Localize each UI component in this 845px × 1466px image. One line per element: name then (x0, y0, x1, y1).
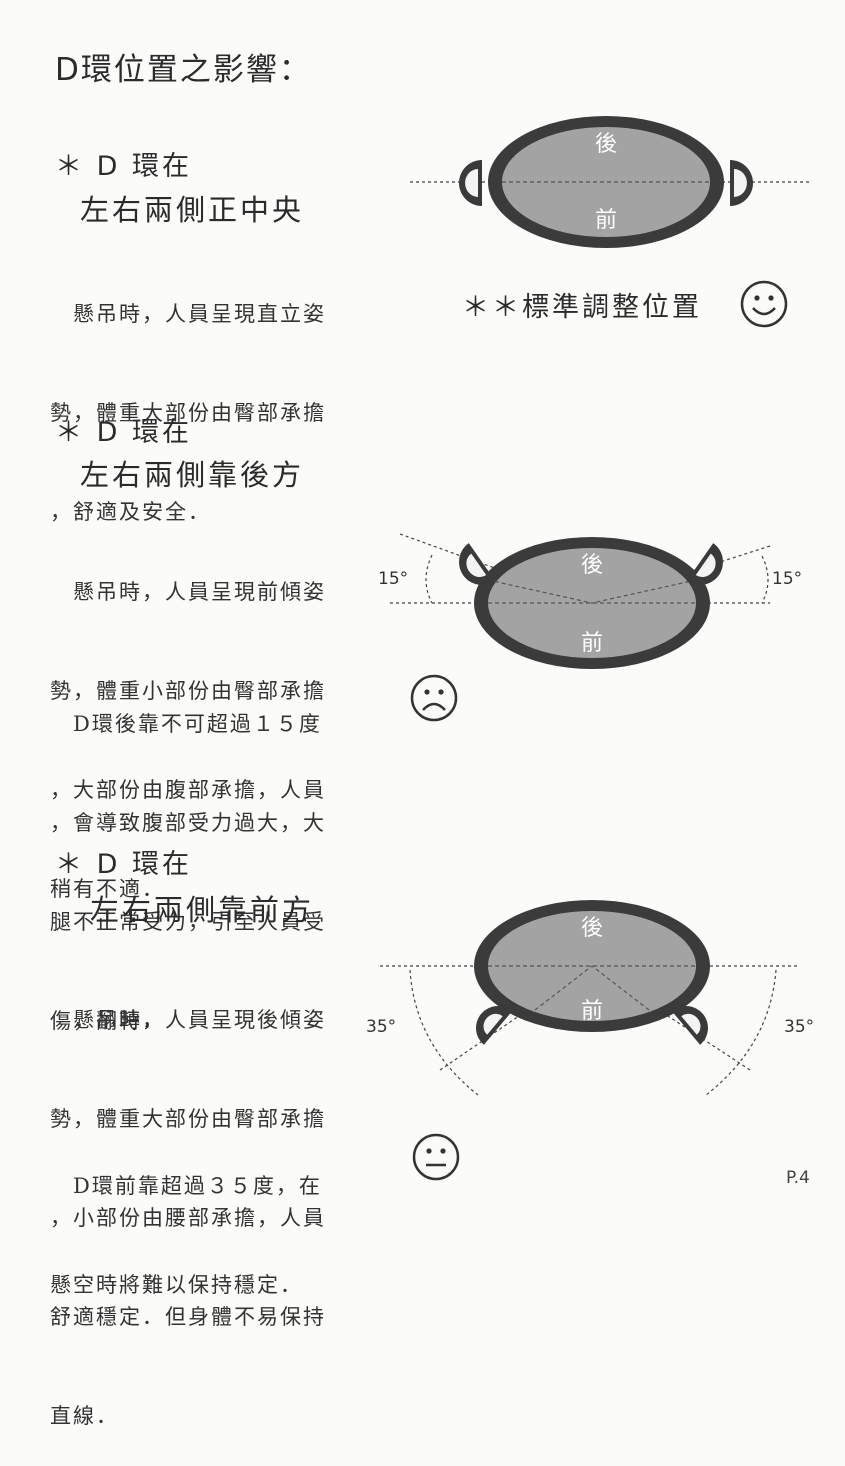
front-label: 前 (595, 208, 617, 233)
section-2-heading: ＊ D 環在 (55, 417, 192, 448)
text-line: 直線． (50, 1404, 119, 1428)
section-1-body: 懸吊時，人員呈現直立姿 勢，體重大部份由臀部承擔 ，舒適及安全． (50, 232, 355, 562)
front-label: 前 (581, 999, 603, 1024)
section-1-heading: ＊ D 環在 (55, 151, 192, 182)
back-label: 後 (581, 553, 603, 578)
neutral-face-icon (412, 1133, 460, 1181)
text-line: 腿不正常受力，引至人員受 (50, 910, 326, 934)
page-number: P.4 (786, 1168, 810, 1188)
section-2-note: D環後靠不可超過１５度 ，會導致腹部受力過大，大 腿不正常受力，引至人員受 傷，… (50, 642, 355, 1071)
text-line: 懸吊時，人員呈現直立姿 (50, 302, 326, 326)
section-3-subheading: 左右兩側靠前方 (90, 893, 315, 927)
text-line: 勢，體重大部份由臀部承擔 (50, 1107, 326, 1131)
text-line: 稍有不適． (50, 877, 165, 901)
diagram-back: 15° 15° 後 前 (378, 533, 802, 669)
d-ring-icon (476, 1006, 513, 1045)
text-line: 懸吊時，人員呈現後傾姿 (50, 1008, 326, 1032)
section-2-subheading: 左右兩側靠後方 (80, 458, 305, 492)
page-title: D環位置之影響： (55, 52, 312, 88)
text-line: 懸吊時，人員呈現前傾姿 (50, 580, 326, 604)
section-1-subheading: 左右兩側正中央 (80, 193, 305, 227)
back-label: 後 (581, 916, 603, 941)
text-line: ，舒適及安全． (50, 500, 211, 524)
d-ring-icon (671, 1006, 708, 1045)
text-line: ，大部份由腹部承擔，人員 (50, 778, 326, 802)
diagram-front: 35° 35° 後 前 (366, 900, 814, 1096)
text-line: 懸空時將難以保持穩定． (50, 1273, 303, 1297)
d-ring-icon (459, 543, 496, 585)
back-label: 後 (595, 132, 617, 157)
angle-left-label: 15° (378, 569, 408, 589)
angle-right-label: 35° (784, 1017, 814, 1037)
text-line: 勢，體重小部份由臀部承擔 (50, 679, 326, 703)
text-line: D環前靠超過３５度，在 (50, 1174, 322, 1198)
standard-position-caption: ＊＊標準調整位置 (462, 292, 702, 323)
diagram-center: 後 前 (410, 116, 810, 248)
angle-right-label: 15° (772, 569, 802, 589)
section-2-body: 懸吊時，人員呈現前傾姿 勢，體重小部份由臀部承擔 ，大部份由腹部承擔，人員 稍有… (50, 510, 355, 939)
text-line: ，會導致腹部受力過大，大 (50, 811, 326, 835)
section-3-heading: ＊ D 環在 (55, 849, 192, 880)
text-line: D環後靠不可超過１５度 (50, 712, 322, 736)
front-label: 前 (581, 631, 603, 656)
d-ring-icon (686, 543, 723, 585)
angle-left-label: 35° (366, 1017, 396, 1037)
waist-belt-inner (502, 127, 710, 237)
section-3-note: D環前靠超過３５度，在 懸空時將難以保持穩定． (50, 1104, 355, 1335)
text-line: 傷，翻轉． (50, 1009, 165, 1033)
frown-face-icon (410, 674, 458, 722)
text-line: 勢，體重大部份由臀部承擔 (50, 401, 326, 425)
smile-face-icon (740, 280, 788, 328)
